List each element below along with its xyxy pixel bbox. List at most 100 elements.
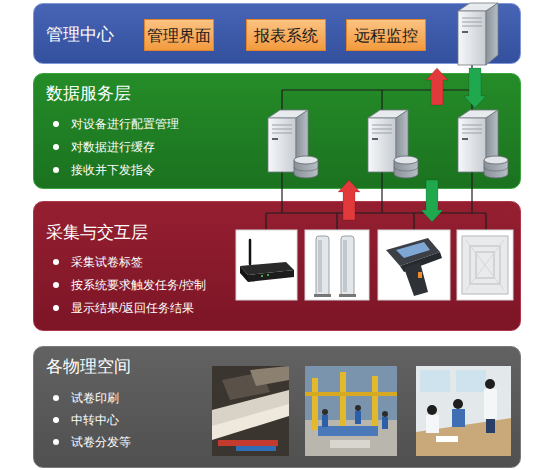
layer-title: 采集与交互层 bbox=[46, 223, 148, 243]
scene-photo bbox=[452, 409, 465, 427]
flow-arrow bbox=[338, 180, 360, 220]
flow-arrow bbox=[426, 68, 448, 105]
bullet-dot bbox=[53, 121, 59, 127]
scene-photo bbox=[340, 372, 346, 428]
box-label: 管理界面 bbox=[147, 26, 211, 45]
layer-band: 数据服务层对设备进行配置管理对数据进行缓存接收并下发指令 bbox=[33, 73, 521, 189]
server-icon bbox=[268, 110, 318, 178]
reader-device bbox=[267, 274, 269, 276]
reader-device bbox=[378, 230, 450, 300]
wire bbox=[336, 213, 337, 230]
scene-photo bbox=[250, 366, 289, 386]
scene-photo bbox=[212, 366, 289, 456]
reader-device bbox=[236, 230, 513, 300]
reader-device bbox=[240, 262, 294, 275]
scene-photo bbox=[485, 379, 495, 389]
bullet-dot bbox=[53, 282, 59, 288]
scene-photo bbox=[318, 426, 378, 436]
server-icon bbox=[458, 3, 498, 65]
server-icon bbox=[268, 3, 508, 178]
bullet-dot bbox=[53, 144, 59, 150]
scene-photo bbox=[330, 440, 370, 448]
function-box: 远程监控 bbox=[346, 19, 426, 51]
scene-photo bbox=[322, 409, 328, 415]
reader-device bbox=[318, 240, 322, 292]
wire bbox=[485, 213, 486, 230]
scene-photo bbox=[382, 417, 388, 429]
scene-photo bbox=[305, 420, 397, 456]
bullet-text: 中转中心 bbox=[71, 412, 119, 428]
wire bbox=[471, 90, 472, 112]
bullet-dot bbox=[53, 417, 59, 423]
layer-title: 管理中心 bbox=[46, 25, 114, 45]
bullet-text: 采集试卷标签 bbox=[71, 254, 143, 270]
box-label: 远程监控 bbox=[354, 26, 418, 45]
reader-device bbox=[396, 242, 430, 258]
wire bbox=[282, 89, 472, 90]
bullet-text: 按系统要求触发任务/控制 bbox=[71, 277, 206, 293]
box-label: 报表系统 bbox=[254, 26, 318, 45]
reader-device bbox=[404, 262, 428, 296]
reader-device bbox=[386, 238, 440, 266]
reader-device bbox=[418, 272, 422, 278]
wire bbox=[381, 90, 382, 112]
wire bbox=[265, 213, 266, 230]
reader-device bbox=[343, 240, 347, 292]
reader-device bbox=[305, 230, 369, 300]
reader-device bbox=[470, 246, 500, 284]
wire bbox=[381, 172, 382, 213]
scene-photo bbox=[355, 411, 361, 424]
bullet-dot bbox=[53, 439, 59, 445]
server-icon bbox=[368, 110, 418, 178]
bullet-dot bbox=[53, 305, 59, 311]
reader-device bbox=[339, 294, 356, 297]
scene-photo bbox=[212, 390, 289, 436]
scene-photo bbox=[312, 378, 318, 430]
reader-device bbox=[341, 236, 354, 296]
function-box: 管理界面 bbox=[144, 19, 214, 51]
bullet-dot bbox=[53, 259, 59, 265]
bullet-dot bbox=[53, 395, 59, 401]
reader-device bbox=[462, 236, 508, 294]
scene-photo bbox=[416, 366, 511, 456]
layer-band: 各物理空间试卷印刷中转中心试卷分发等 bbox=[33, 346, 521, 468]
server-icon bbox=[458, 110, 508, 178]
reader-device bbox=[261, 275, 263, 277]
bullet-dot bbox=[53, 167, 59, 173]
wire bbox=[266, 212, 486, 213]
scene-photo bbox=[218, 440, 278, 446]
reader-device bbox=[466, 240, 504, 290]
scene-photo bbox=[453, 399, 463, 409]
wire bbox=[281, 172, 282, 213]
bullet-text: 对数据进行缓存 bbox=[71, 139, 155, 155]
scene-photo bbox=[236, 446, 276, 451]
scene-photo bbox=[355, 405, 361, 411]
scene-photo bbox=[427, 405, 437, 415]
scene-photo bbox=[372, 376, 378, 428]
scene-photo bbox=[486, 419, 495, 433]
bullet-text: 显示结果/返回任务结果 bbox=[71, 300, 194, 316]
scene-photo bbox=[456, 370, 486, 392]
scene-photo bbox=[484, 389, 497, 419]
reader-device bbox=[316, 236, 329, 296]
scene-photo bbox=[305, 392, 397, 396]
scene-photo bbox=[426, 415, 439, 433]
scene-photo bbox=[305, 366, 397, 456]
wire bbox=[471, 64, 472, 90]
scene-photo bbox=[416, 418, 511, 456]
reader-device bbox=[236, 230, 297, 300]
scene-photo bbox=[382, 411, 388, 417]
bullet-text: 试卷印刷 bbox=[71, 390, 119, 406]
layer-title: 数据服务层 bbox=[46, 84, 131, 104]
layer-title: 各物理空间 bbox=[46, 357, 131, 377]
wire bbox=[281, 90, 282, 112]
scene-photo bbox=[212, 404, 289, 440]
bullet-text: 试卷分发等 bbox=[71, 434, 131, 450]
layer-band: 采集与交互层采集试卷标签按系统要求触发任务/控制显示结果/返回任务结果 bbox=[33, 201, 521, 331]
flow-arrow bbox=[421, 180, 443, 222]
scene-photo bbox=[436, 436, 458, 442]
wire bbox=[266, 64, 486, 230]
wire bbox=[471, 172, 472, 213]
scene-photo bbox=[420, 370, 450, 392]
